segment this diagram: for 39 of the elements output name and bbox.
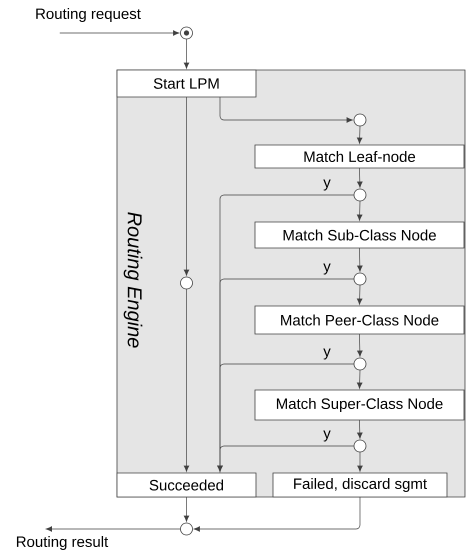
arrow: [46, 526, 180, 532]
junction-circle: [354, 114, 366, 126]
arrow: [184, 289, 190, 472]
arrow: [217, 446, 354, 472]
edge-label: y: [323, 348, 331, 360]
edge-label: y: [323, 430, 331, 442]
arrow: [60, 30, 180, 36]
process-box: Failed, discard sgmt: [272, 472, 448, 498]
junction-circle: [354, 272, 366, 286]
process-box: Start LPM: [116, 70, 256, 98]
arrow: [184, 39, 190, 69]
edge-label: y: [323, 264, 331, 275]
junction-circle: [180, 522, 193, 536]
edge-label: Routing result: [16, 536, 108, 550]
arrow: [356, 201, 362, 221]
arrow: [184, 97, 190, 276]
process-box: Succeeded: [116, 472, 256, 498]
arrow: [356, 285, 362, 305]
edge-label: Routing request: [36, 8, 141, 22]
arrow: [357, 248, 363, 272]
junction-circle: [354, 440, 366, 452]
arrow: [357, 168, 363, 188]
process-box: Match Sub-Class Node: [254, 222, 464, 248]
process-box: Match Peer-Class Node: [254, 306, 464, 334]
start-circle: [180, 26, 193, 40]
junction-circle: [180, 276, 193, 290]
arrow: [220, 97, 353, 123]
arrow: [356, 370, 362, 389]
edge-label: y: [323, 180, 331, 191]
arrow: [194, 497, 360, 532]
process-box: Match Leaf-node: [254, 144, 464, 168]
junction-circle: [354, 358, 366, 370]
process-box: Match Super-Class Node: [254, 390, 464, 420]
arrow: [357, 334, 363, 357]
junction-circle: [354, 188, 366, 202]
arrow: [357, 452, 363, 472]
arrow: [356, 126, 362, 144]
arrow: [184, 497, 190, 522]
arrow: [357, 420, 363, 439]
